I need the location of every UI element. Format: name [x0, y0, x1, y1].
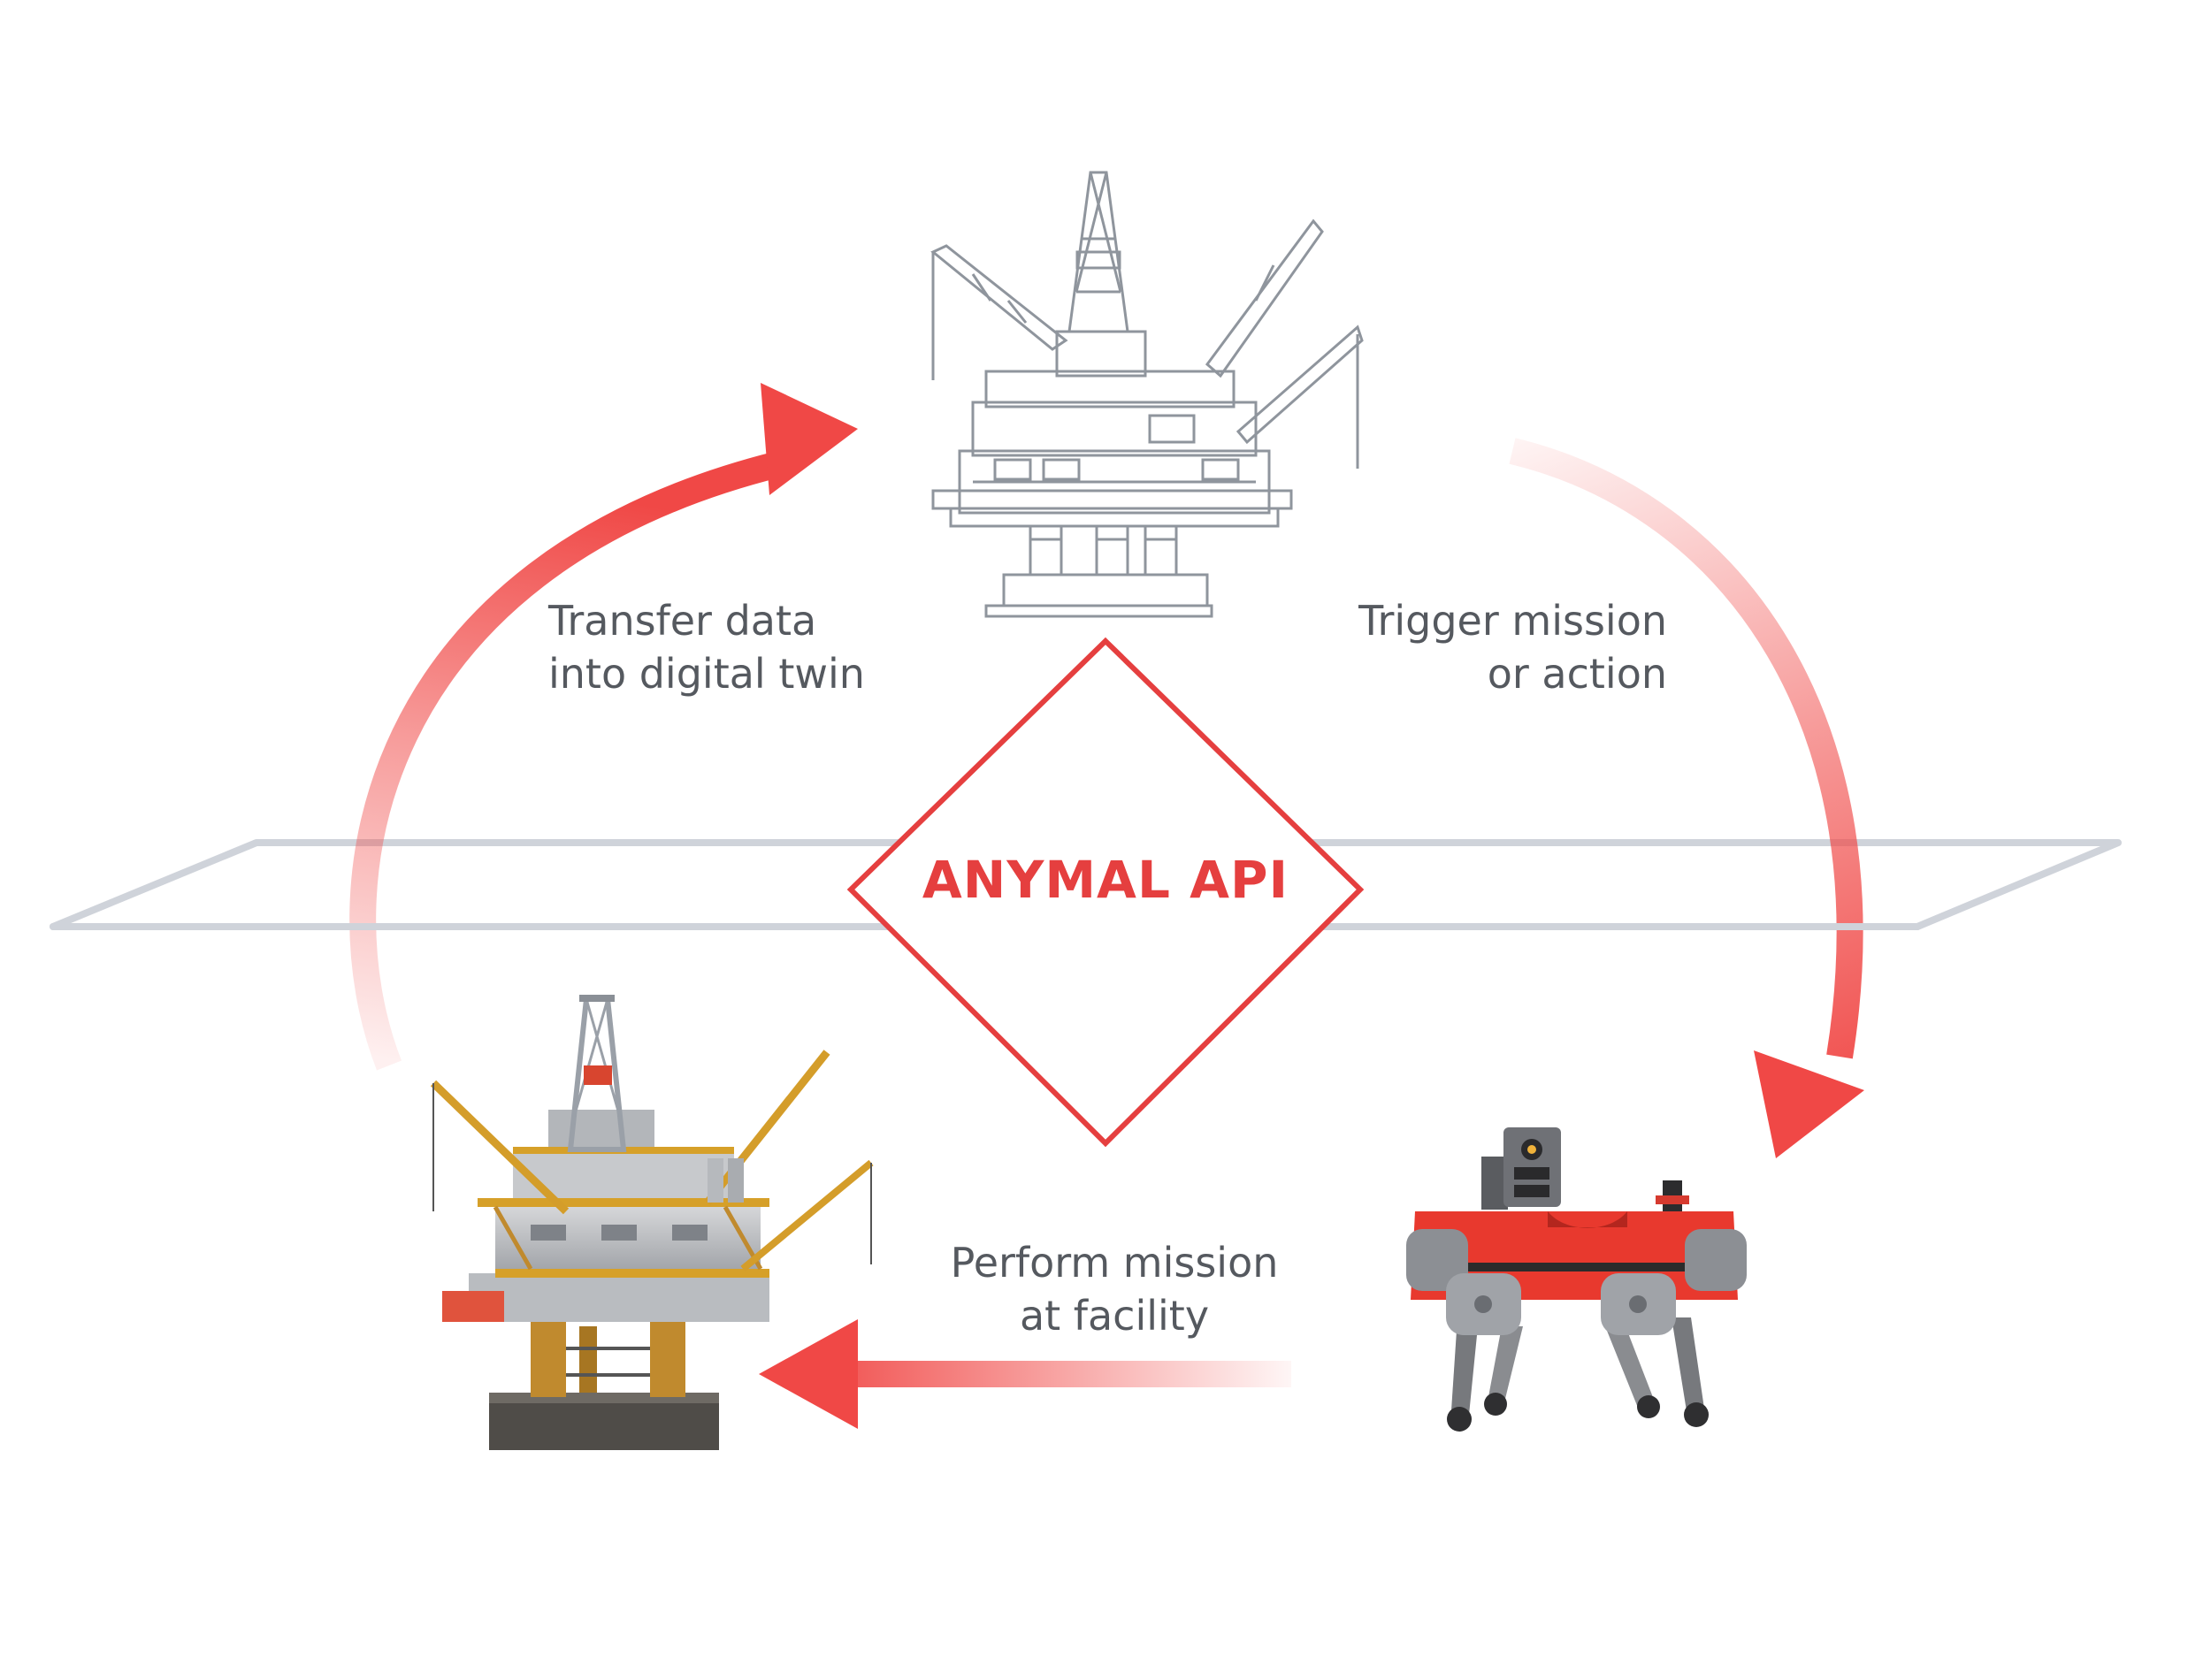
transfer-data-line-1: Transfer data — [548, 597, 817, 645]
api-diamond — [846, 637, 1365, 1148]
trigger-mission-line-2: or action — [1487, 650, 1667, 698]
trigger-mission-label: Trigger mission or action — [1309, 594, 1667, 700]
perform-mission-label: Perform mission at facility — [929, 1236, 1300, 1342]
oil-platform-icon — [430, 995, 874, 1450]
perform-mission-line-1: Perform mission — [950, 1239, 1279, 1287]
quadruped-robot-icon — [1406, 1127, 1747, 1432]
trigger-mission-line-1: Trigger mission — [1358, 597, 1667, 645]
api-title: ANYMAL API — [922, 850, 1289, 910]
transfer-data-arrow — [349, 383, 858, 1071]
perform-mission-arrow — [759, 1319, 1291, 1429]
oil-platform-sketch-icon — [930, 171, 1364, 618]
perform-mission-line-2: at facility — [1019, 1292, 1210, 1340]
transfer-data-line-2: into digital twin — [548, 650, 865, 698]
trigger-mission-arrow — [1509, 438, 1864, 1158]
transfer-data-label: Transfer data into digital twin — [548, 594, 865, 700]
